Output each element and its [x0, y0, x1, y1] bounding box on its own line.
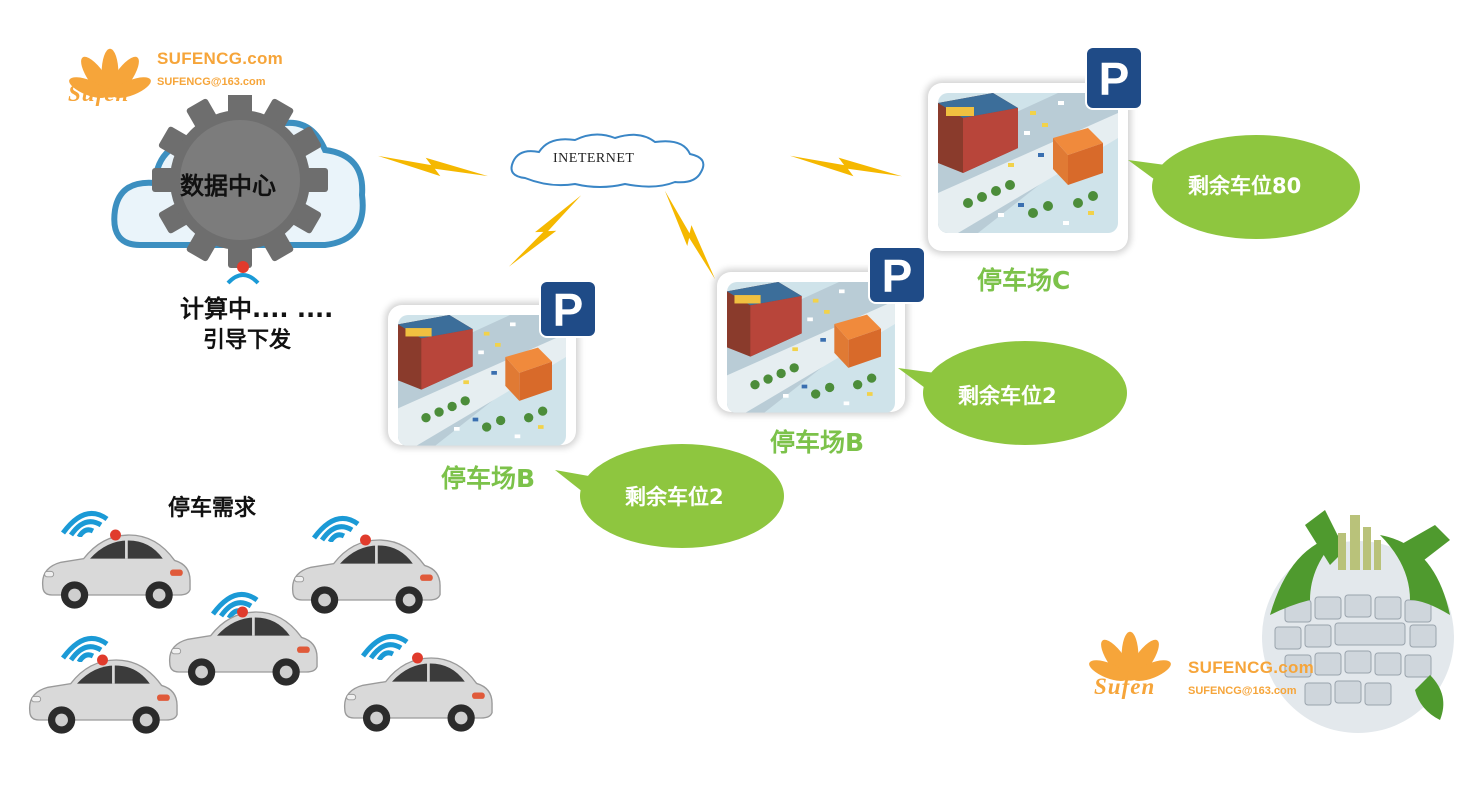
data-center-cloud-gear-icon: [111, 95, 366, 285]
remaining-spaces-bubble: [1128, 135, 1360, 239]
sufen-logo-top: SUFENCG.com SUFENCG@163.com Sufen: [60, 45, 320, 115]
parking-lot-aerial-icon: [398, 315, 566, 446]
parking-badge-icon: P: [870, 248, 924, 302]
car-icon: [15, 640, 190, 740]
lightning-bolt-icon: [378, 152, 488, 180]
green-globe-icon: [1262, 510, 1454, 733]
logo-script-text: Sufen: [68, 81, 130, 106]
logo-brand-text: SUFENCG.com: [157, 49, 284, 68]
logo-email-text: SUFENCG@163.com: [1188, 685, 1297, 697]
data-center-title: 数据中心: [180, 172, 276, 200]
parking-demand-label: 停车需求: [168, 496, 257, 521]
parking-lot-3-image: [928, 83, 1128, 251]
parking-lot-2-name: 停车场B: [770, 428, 865, 457]
remaining-spaces-bubble: [898, 341, 1127, 445]
internet-cloud-icon: [510, 133, 705, 188]
parking-lot-aerial-icon: [727, 282, 895, 413]
remaining-spaces-1-text: 剩余车位2: [625, 485, 724, 509]
parking-badge-icon: P: [1087, 48, 1141, 108]
computing-status-label: 计算中.... ....: [180, 295, 334, 323]
logo-email-text: SUFENCG@163.com: [157, 76, 266, 88]
remaining-spaces-3-text: 剩余车位80: [1188, 174, 1302, 198]
remaining-spaces-2-text: 剩余车位2: [958, 384, 1057, 408]
lightning-bolt-icon: [648, 188, 732, 281]
internet-label: INETERNET: [553, 151, 635, 166]
car-icon: [330, 638, 505, 738]
logo-script-text: Sufen: [1094, 674, 1156, 699]
remaining-spaces-bubble: [555, 444, 784, 548]
parking-badge-icon: P: [541, 282, 595, 336]
lightning-bolt-icon: [506, 183, 585, 280]
guidance-dispatch-label: 引导下发: [203, 328, 292, 353]
sufen-logo-bottom: SUFENCG.com SUFENCG@163.com Sufen: [1080, 628, 1340, 699]
parking-lot-aerial-icon: [938, 93, 1118, 233]
parking-lot-3-name: 停车场C: [977, 266, 1071, 295]
logo-brand-text: SUFENCG.com: [1188, 658, 1315, 677]
parking-lot-1-name: 停车场B: [441, 464, 536, 493]
lightning-bolt-icon: [790, 152, 902, 180]
